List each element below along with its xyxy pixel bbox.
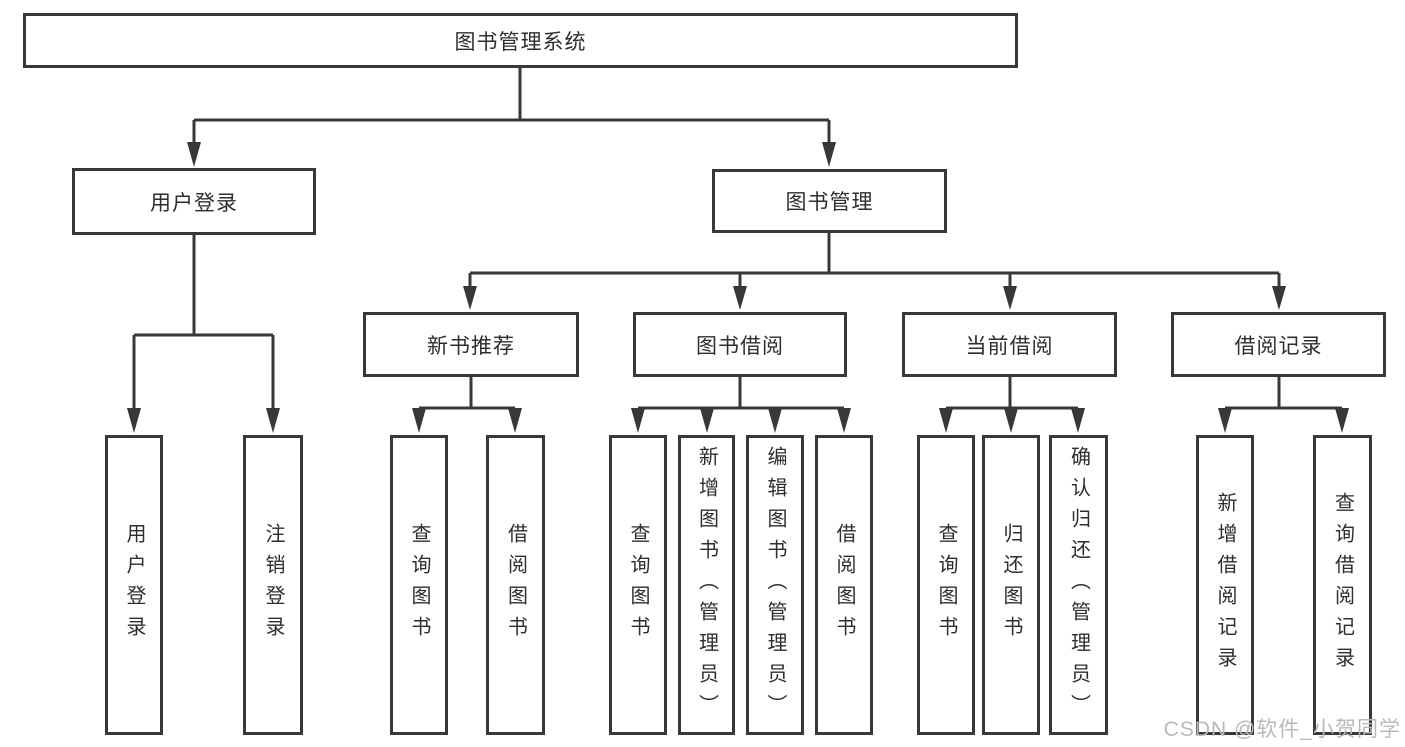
node-borrow-records-label: 借阅记录 [1234,334,1323,358]
node-current-borrow: 当前借阅 [902,312,1117,377]
leaf-add-borrow-record-label: 新增借阅记录 [1214,492,1236,678]
leaf-query-book-borrow: 查询图书 [609,435,667,735]
leaf-query-book-newrec: 查询图书 [390,435,448,735]
leaf-edit-book-admin-label: 编辑图书（管理员） [764,445,786,725]
leaf-add-borrow-record: 新增借阅记录 [1196,435,1254,735]
node-root: 图书管理系统 [23,13,1018,68]
leaf-query-book-newrec-label: 查询图书 [408,523,430,647]
leaf-borrow-book-newrec-label: 借阅图书 [504,523,527,647]
node-new-book-recommend-label: 新书推荐 [427,334,515,358]
leaf-add-book-admin-label: 新增图书（管理员） [695,445,718,725]
edge-borrowrecord-to-leaves [1218,377,1349,433]
leaf-add-book-admin: 新增图书（管理员） [678,435,735,735]
leaf-query-borrow-record-label: 查询借阅记录 [1331,492,1354,678]
edge-root-to-level2 [187,68,836,167]
node-borrow-records: 借阅记录 [1171,312,1386,377]
node-book-borrow-label: 图书借阅 [696,334,784,358]
leaf-return-book: 归还图书 [982,435,1040,735]
node-book-management-label: 图书管理 [785,191,874,214]
leaf-confirm-return-admin: 确认归还（管理员） [1049,435,1108,735]
leaf-user-login: 用户登录 [105,435,163,735]
csdn-watermark: CSDN @软件_小贺同学 [1163,718,1401,741]
leaf-borrow-book-label: 借阅图书 [833,523,855,647]
edge-bookborrow-to-leaves [631,377,851,433]
edge-userlogin-to-leaves [127,235,280,433]
node-user-login-label: 用户登录 [150,191,238,215]
node-current-borrow-label: 当前借阅 [965,334,1054,358]
node-new-book-recommend: 新书推荐 [363,312,579,377]
node-root-label: 图书管理系统 [454,30,587,54]
leaf-return-book-label: 归还图书 [1000,523,1022,647]
leaf-user-login-label: 用户登录 [123,523,145,647]
leaf-query-book-current: 查询图书 [917,435,975,735]
leaf-query-book-borrow-label: 查询图书 [627,523,649,647]
leaf-borrow-book-newrec: 借阅图书 [486,435,545,735]
leaf-logout-label: 注销登录 [262,523,284,647]
node-book-borrow: 图书借阅 [633,312,847,377]
leaf-borrow-book: 借阅图书 [815,435,873,735]
edge-currentborrow-to-leaves [939,377,1085,433]
edge-newrec-to-leaves [412,377,522,433]
leaf-query-borrow-record: 查询借阅记录 [1313,435,1372,735]
leaf-logout: 注销登录 [243,435,303,735]
leaf-query-book-current-label: 查询图书 [935,523,957,647]
leaf-confirm-return-admin-label: 确认归还（管理员） [1067,445,1090,725]
node-book-management: 图书管理 [712,169,947,233]
edge-bookmgmt-to-level3 [463,233,1286,310]
node-user-login: 用户登录 [72,168,316,235]
leaf-edit-book-admin: 编辑图书（管理员） [746,435,804,735]
